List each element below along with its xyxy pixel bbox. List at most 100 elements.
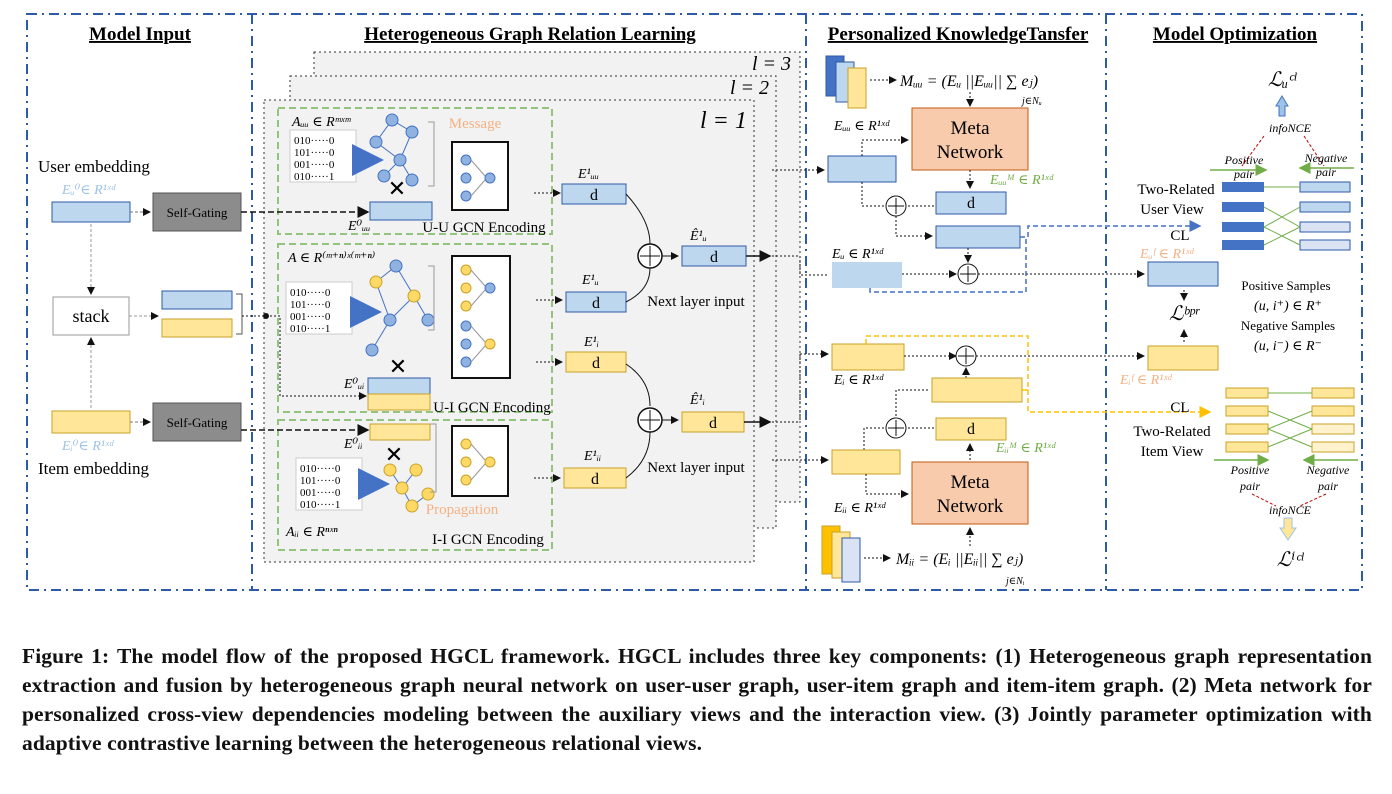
euf-label: Eᵤᶠ ∈ R¹ˣᵈ (1139, 247, 1194, 262)
ii-gcn-box (451, 425, 509, 497)
muu-formula: Mᵤᵤ = (Eᵤ ||Eᵤᵤ|| ∑ eⱼ) (899, 73, 1038, 90)
ui-encoding-label: U-I GCN Encoding (433, 400, 551, 416)
eii1-label: E¹ᵢᵢ (583, 449, 601, 464)
lbpr-label: ℒᵇᵖʳ (1169, 303, 1200, 325)
eif-bar (1147, 345, 1219, 371)
eii-m-label: Eᵢᵢᴹ ∈ R¹ˣᵈ (995, 441, 1056, 456)
euf-bar (1147, 261, 1219, 287)
euu-m-d: d (967, 195, 975, 212)
eu-hat-label: Ê¹ᵤ (689, 227, 707, 244)
stack-label: stack (73, 306, 110, 326)
ui-emb-user-bar (367, 377, 431, 395)
uu-emb-bar (369, 201, 433, 221)
stack-box (52, 296, 130, 336)
uu-encoding-label: U-U GCN Encoding (422, 220, 546, 236)
meta-network-uu-line1: Meta (950, 118, 990, 139)
ui-emb-item-bar (367, 393, 431, 411)
item-view-bars (1225, 387, 1355, 453)
euu-m-label: Eᵤᵤᴹ ∈ R¹ˣᵈ (989, 173, 1054, 188)
eu-label: Eᵤ ∈ R¹ˣᵈ (831, 247, 884, 262)
negative-samples-label: Negative Samples (1241, 318, 1335, 333)
user-view-bars (1222, 181, 1351, 251)
ui-times-icon: ✕ (389, 354, 407, 379)
infonce-i-label: infoNCE (1269, 503, 1312, 517)
positive-samples-label: Positive Samples (1241, 278, 1330, 293)
ei0-label: Eᵢ⁰∈ R¹ˣᵈ (61, 439, 114, 454)
item-embedding-bar (51, 410, 131, 434)
lcl-u-arrow-icon (1275, 95, 1289, 117)
ui-gcn-box (451, 255, 511, 379)
ui-panel (277, 243, 553, 413)
eii-label: Eᵢᵢ ∈ R¹ˣᵈ (833, 501, 886, 516)
lcl-i-arrow-icon (1279, 517, 1297, 541)
euu-fused-bar (935, 225, 1021, 249)
meta-network-uu (911, 107, 1029, 171)
self-gating-item (152, 402, 242, 442)
figure-caption: Figure 1: The model flow of the proposed… (22, 644, 1372, 755)
eif-label: Eᵢᶠ ∈ R¹ˣᵈ (1119, 373, 1172, 388)
ei-hat-label: Ê¹ᵢ (689, 391, 705, 408)
ei-label: Eᵢ ∈ R¹ˣᵈ (833, 373, 884, 388)
euu1-label: E¹ᵤᵤ (577, 167, 599, 182)
ii-adj-label: Aᵢᵢ ∈ Rⁿˣⁿ (285, 525, 338, 540)
layer-label-2: l = 2 (730, 77, 769, 99)
mii-stack-icon (821, 525, 861, 583)
euu-bar (827, 155, 897, 183)
self-gating-item-label: Self-Gating (167, 415, 228, 430)
section-title-model-input: Model Input (89, 24, 192, 45)
negative-pair-u-1: Negative (1304, 151, 1348, 165)
ii-emb-bar (369, 423, 431, 441)
ei1-bar (565, 351, 627, 373)
ii-encoding-label: I-I GCN Encoding (432, 532, 544, 548)
positive-pair-u-2: pair (1233, 167, 1254, 181)
negative-pair-i-2: pair (1317, 479, 1338, 493)
meta-network-ii (911, 461, 1029, 525)
euu1-d: d (590, 187, 598, 204)
section-title-hgrl: Heterogeneous Graph Relation Learning (364, 24, 696, 45)
uu-gcn-box (451, 141, 509, 211)
muu-stack-icon (825, 55, 867, 109)
eii-m-d: d (967, 421, 975, 438)
section-title-pkt: Personalized KnowledgeTansfer (828, 24, 1089, 45)
ii-times-icon: ✕ (385, 442, 403, 467)
cl-user-label: CL (1170, 228, 1189, 244)
message-label: Message (449, 116, 502, 132)
eu0-label: Eᵤ⁰∈ R¹ˣᵈ (61, 183, 116, 198)
layer-label-1: l = 1 (700, 108, 747, 134)
next-input-user: Next layer input (647, 294, 745, 310)
self-gating-user-label: Self-Gating (167, 205, 228, 220)
self-gating-user (152, 192, 242, 232)
layer-label-3: l = 3 (752, 53, 791, 75)
negative-pair-u-2: pair (1315, 165, 1336, 179)
two-related-user-2: User View (1140, 202, 1204, 218)
eu1-label: E¹ᵤ (581, 273, 599, 288)
eu-bar (832, 262, 902, 288)
section-title-opt: Model Optimization (1153, 24, 1318, 45)
outer-frame (26, 13, 1363, 591)
uu-emb-label: E⁰ᵤᵤ (347, 219, 370, 234)
propagation-label: Propagation (426, 502, 499, 518)
lcl-i-label: ℒⁱᶜˡ (1277, 549, 1305, 571)
eii-fused-bar (931, 377, 1023, 403)
eii1-d: d (591, 471, 599, 488)
two-related-item-1: Two-Related (1133, 424, 1211, 440)
negative-pair-i-1: Negative (1306, 463, 1350, 477)
uu-panel (277, 107, 553, 235)
user-embedding-bar (51, 201, 131, 223)
positive-pair-u-1: Positive (1224, 153, 1264, 167)
two-related-item-2: Item View (1141, 444, 1204, 460)
euu-label: Eᵤᵤ ∈ R¹ˣᵈ (833, 119, 890, 134)
ii-panel (277, 419, 553, 551)
ui-emb-label: E⁰ᵤᵢ (343, 377, 364, 392)
meta-network-ii-line2: Network (937, 496, 1004, 517)
uu-times-icon: ✕ (388, 176, 406, 201)
infonce-u-label: infoNCE (1269, 121, 1312, 135)
muu-formula-sub: j∈Nᵤ (1020, 96, 1042, 107)
positive-pair-i-2: pair (1239, 479, 1260, 493)
eii-m-bar (935, 417, 1007, 441)
ei-hat-d: d (709, 415, 717, 432)
next-input-item: Next layer input (647, 460, 745, 476)
item-embedding-label: Item embedding (38, 459, 149, 478)
ii-emb-label: E⁰ᵢᵢ (343, 437, 363, 452)
negative-samples-set: (u, i⁻) ∈ R⁻ (1254, 339, 1322, 354)
